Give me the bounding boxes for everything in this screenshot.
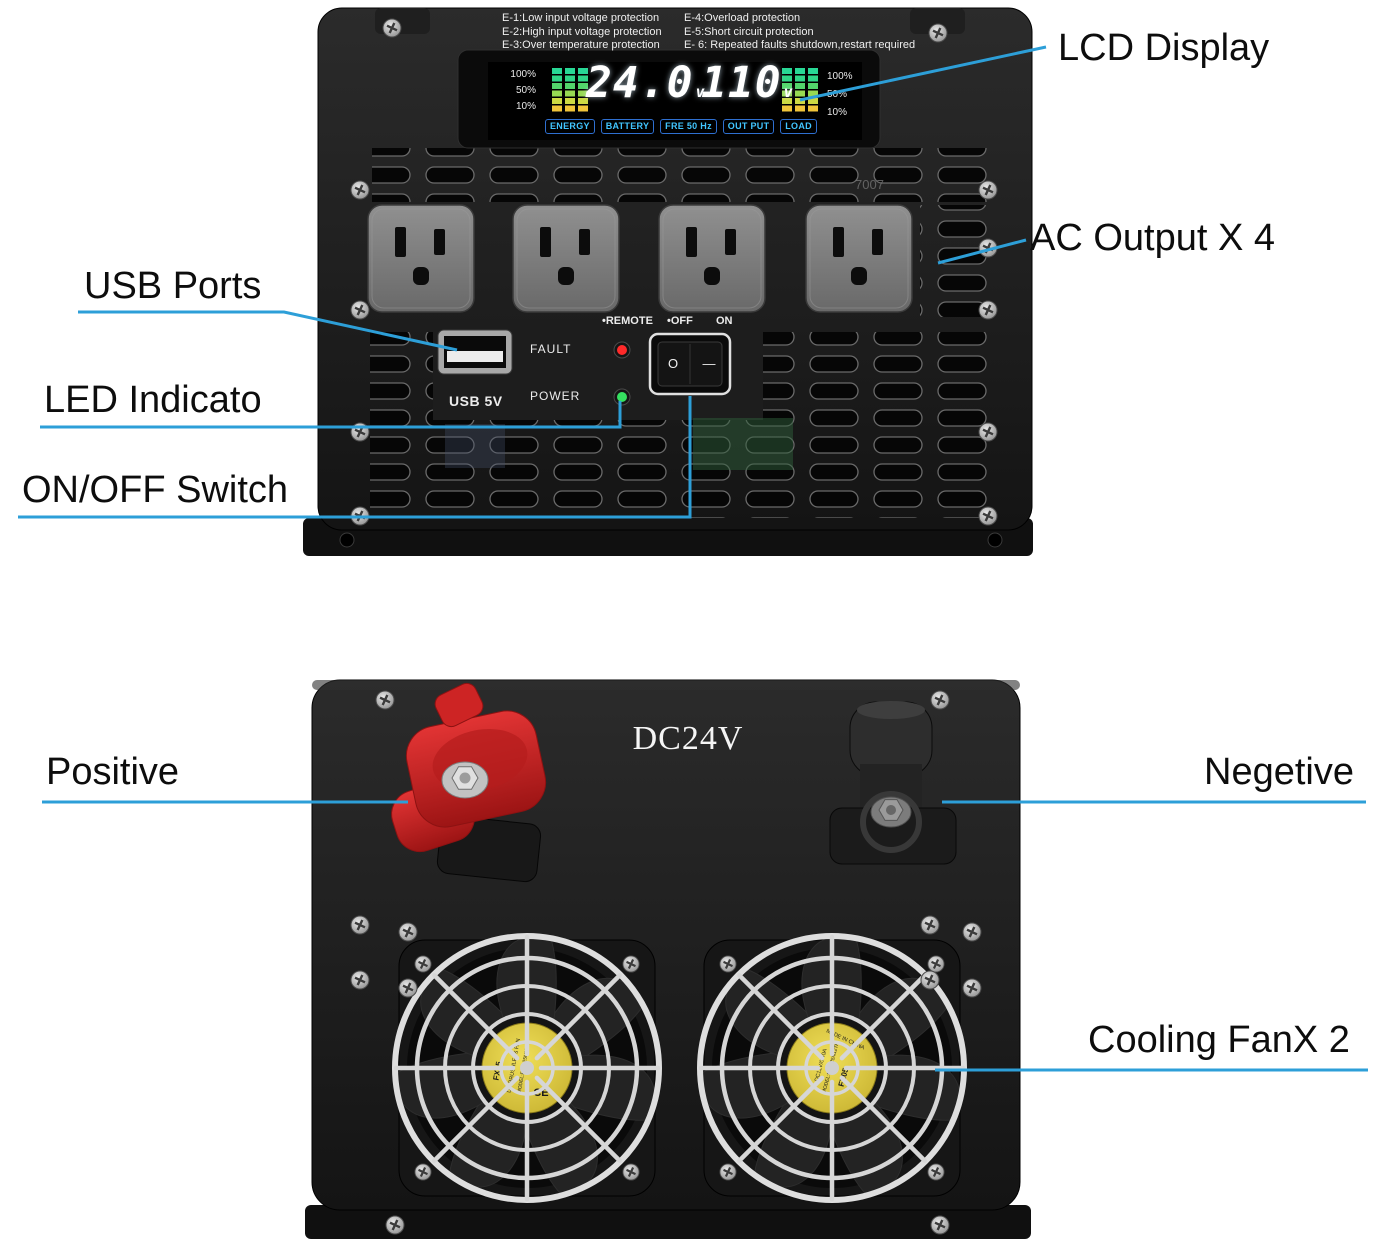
- switch-off-symbol[interactable]: O: [667, 356, 679, 371]
- callout-on-off-switch: ON/OFF Switch: [22, 469, 289, 511]
- lcd-legend-energy: ENERGY: [545, 119, 595, 134]
- ac-outlet-1: [367, 204, 475, 313]
- negative-terminal: [829, 701, 957, 865]
- ac-outlet-3: [658, 204, 766, 313]
- lcd-bargraph-left: [552, 68, 588, 112]
- ce-mark: CE: [533, 1087, 548, 1099]
- error-code-line: E-5:Short circuit protection: [684, 25, 814, 38]
- callout-lcd-display: LCD Display: [1058, 27, 1270, 69]
- callout-negative: Negetive: [1204, 751, 1354, 793]
- usb-port-label: USB 5V: [449, 393, 503, 409]
- lcd-percent-right: 50%: [827, 89, 848, 100]
- volt-unit: v: [695, 83, 706, 101]
- lcd-percent-left: 10%: [515, 101, 536, 112]
- flange-hole: [339, 532, 355, 548]
- lcd-legend-row: ENERGY BATTERY FRE 50 Hz OUT PUT LOAD: [545, 119, 817, 134]
- volt-unit: v: [783, 83, 794, 101]
- serial-print: 7007: [855, 177, 884, 192]
- lcd-percent-left: 50%: [515, 85, 536, 96]
- lcd-percent-right: 100%: [827, 71, 853, 82]
- lcd-legend-frequency: FRE 50 Hz: [660, 119, 717, 134]
- positive-terminal: [391, 682, 547, 883]
- callout-led-indicator: LED Indicato: [44, 379, 262, 421]
- error-code-line: E-2:High input voltage protection: [502, 25, 662, 38]
- cooling-fan-left: FX05 DC BRUSHLESS FAN MODEL:FD7025N12TH …: [383, 920, 670, 1201]
- callout-positive: Positive: [46, 751, 180, 793]
- lcd-legend-battery: BATTERY: [600, 119, 655, 134]
- error-code-column-1: E-1:Low input voltage protection E-2:Hig…: [502, 12, 662, 53]
- flange-hole: [987, 532, 1003, 548]
- error-code-line: E-4:Overload protection: [684, 12, 801, 24]
- inverter-back-view: FX05 DC BRUSHLESS FAN MODEL:FD7025N12TH …: [305, 679, 1031, 1239]
- error-code-column-2: E-4:Overload protection E-5:Short circui…: [684, 12, 915, 53]
- power-rocker-switch[interactable]: [648, 332, 732, 396]
- fault-label: FAULT: [530, 342, 572, 356]
- lcd-legend-output: OUT PUT: [722, 119, 775, 134]
- ac-outlet-4: [805, 204, 913, 313]
- top-tab: [910, 8, 965, 34]
- cooling-fan-right: MADE IN CHINA DC12V/0.40A MODEL:FD7025N1…: [688, 920, 975, 1201]
- power-label: POWER: [530, 389, 581, 403]
- on-label: ON: [716, 315, 733, 327]
- power-led: [613, 388, 631, 406]
- lcd-percent-left: 100%: [510, 69, 536, 80]
- error-code-line: E-3:Over temperature protection: [502, 39, 660, 51]
- callout-usb-ports: USB Ports: [84, 265, 262, 307]
- callout-cooling-fan: Cooling FanX 2: [1088, 1019, 1350, 1061]
- pcb-glow: [693, 418, 793, 470]
- ac-outlet-2: [512, 204, 620, 313]
- lcd-percent-right: 10%: [827, 107, 848, 118]
- back-mounting-flange: [305, 1205, 1031, 1239]
- remote-label: •REMOTE: [602, 315, 653, 327]
- error-code-line: E- 6: Repeated faults shutdown,restart r…: [684, 39, 916, 51]
- dc-voltage-label: DC24V: [632, 720, 744, 757]
- fault-led: [613, 341, 631, 359]
- top-bevel: [312, 680, 1020, 690]
- error-code-line: E-1:Low input voltage protection: [502, 12, 660, 24]
- pcb-glow: [445, 424, 505, 468]
- switch-on-symbol[interactable]: —: [702, 356, 716, 371]
- output-voltage-value: 110: [701, 58, 782, 108]
- usb-port: [437, 329, 513, 375]
- lcd-legend-load: LOAD: [780, 119, 817, 134]
- callout-ac-output: AC Output X 4: [1030, 217, 1276, 259]
- battery-voltage-value: 24.0: [586, 58, 694, 108]
- off-label: •OFF: [667, 315, 693, 327]
